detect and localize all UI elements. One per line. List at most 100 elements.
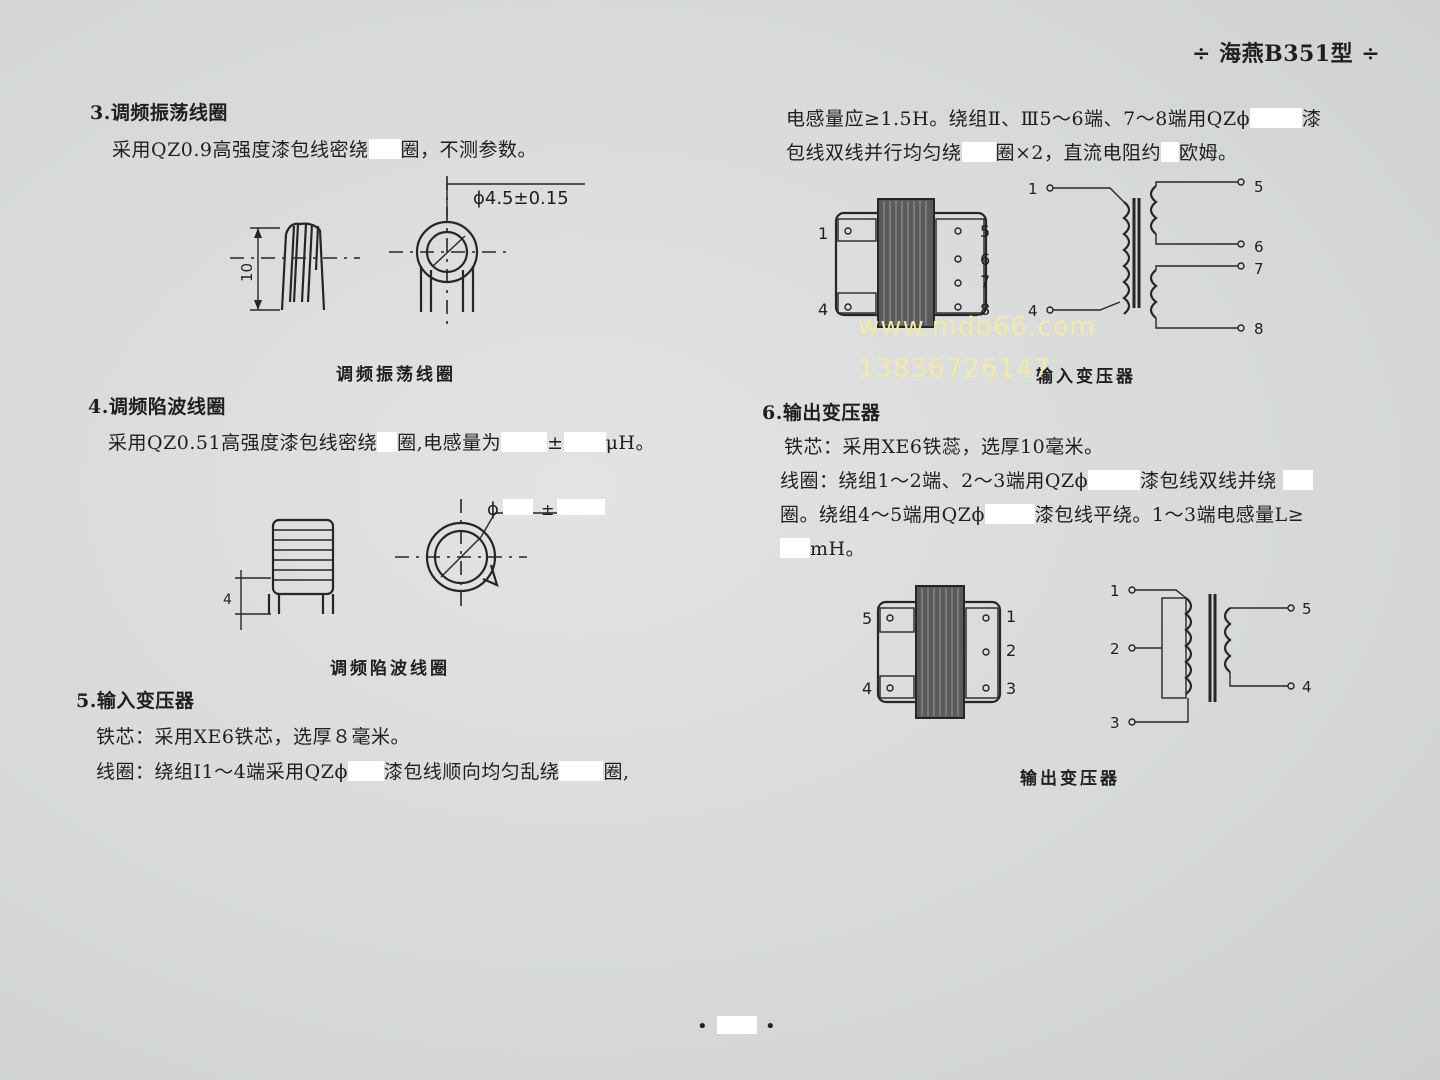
sec3-dim-len: 10 [238, 263, 256, 282]
sec4-text-c: ± [547, 432, 564, 454]
dia-arrow [432, 235, 466, 267]
pin-hole [982, 648, 990, 656]
pin-label: 4 [818, 300, 828, 319]
redaction [1088, 470, 1141, 490]
winding-box [1161, 597, 1187, 699]
redaction [368, 139, 401, 159]
sec5-cont-line1: 电感量应≥1.5H。绕组Ⅱ、Ⅲ5～6端、7～8端用QZϕ 漆 [786, 104, 1322, 131]
coil-legs [267, 594, 335, 614]
primary-winding [1184, 597, 1193, 695]
redaction [559, 761, 604, 781]
redaction [347, 761, 384, 781]
coil-inner [425, 230, 469, 274]
sec5-cont-line2: 包线双线并行均匀绕圈×2，直流电阻约欧姆。 [786, 138, 1238, 165]
coil-top [284, 222, 321, 235]
sec5-transformer-core-diagram: 1 4 5 6 7 8 [818, 198, 990, 328]
sec6-coil2-b: 漆包线平绕。1～3端电感量L≥ [1034, 504, 1305, 526]
sec3-caption: 调频振荡线圈 [336, 365, 456, 385]
lead-wire [1135, 589, 1189, 723]
lamination-lines [883, 201, 927, 325]
pin-label: 7 [1254, 260, 1264, 278]
pin-label: 1 [1006, 607, 1016, 626]
terminal [1287, 604, 1295, 612]
bobbin-tab [837, 292, 877, 314]
primary-winding [1122, 201, 1131, 315]
coil-turns [280, 223, 326, 311]
pin-label: 4 [862, 679, 872, 698]
pin-label: 5 [1302, 600, 1312, 618]
bobbin-tab [965, 607, 999, 699]
bobbin-tab [879, 607, 915, 633]
watermark-url: www.mdb66.com [858, 312, 1096, 342]
redaction [1250, 108, 1303, 128]
pin-hole [954, 279, 962, 287]
sec6-caption: 输出变压器 [1020, 769, 1120, 789]
lamination-lines [921, 588, 959, 716]
sec4-dim-dia-a: ϕ [487, 499, 499, 520]
pin-hole [954, 303, 962, 311]
bobbin-tab [837, 218, 877, 242]
watermark-phone: 13836726147 [858, 354, 1051, 384]
lead-wire [1229, 607, 1288, 687]
pin-hole [844, 227, 852, 235]
terminal [1237, 240, 1245, 248]
sec4-dim-len: 4 [223, 592, 232, 608]
redaction [984, 504, 1035, 524]
sec6-transformer-schematic: 1 2 3 5 4 [1110, 582, 1312, 732]
dia-arrow [440, 536, 482, 578]
sec3-coil-front-diagram: ϕ4.5±0.15 [389, 176, 585, 330]
sec5-transformer-schematic: 1 4 5 6 7 8 [1028, 178, 1264, 338]
pin-hole [886, 684, 894, 692]
pin-label: 8 [1254, 320, 1264, 338]
terminal [1237, 262, 1245, 270]
sec3-text: 采用QZ0.9高强度漆包线密绕圈，不测参数。 [112, 135, 537, 162]
sec4-coil-side-diagram: 4 [223, 518, 335, 630]
pin-hole [844, 303, 852, 311]
redaction [557, 499, 605, 515]
bobbin-tab [935, 218, 985, 314]
sec4-caption: 调频陷波线圈 [330, 659, 450, 679]
pin-hole [886, 614, 894, 622]
sec5-coil-c: 圈, [603, 761, 630, 783]
lead-wire [1053, 187, 1125, 311]
pin-hole [982, 614, 990, 622]
redaction [1282, 470, 1313, 490]
sec4-heading: 4.调频陷波线圈 [88, 396, 226, 418]
pin-label: 4 [1028, 302, 1038, 320]
sec5-cont1-b: 漆 [1302, 108, 1322, 130]
page-number-redaction [717, 1016, 757, 1034]
pin-label: 1 [818, 224, 828, 243]
redaction [563, 432, 606, 452]
coil-outer [425, 521, 497, 593]
sec5-cont2-c: 欧姆。 [1179, 142, 1238, 164]
sec4-text-a: 采用QZ0.51高强度漆包线密绕 [108, 432, 378, 454]
pin-label: 6 [980, 250, 990, 269]
terminal [1128, 586, 1136, 594]
footer-bullet-left: • [697, 1016, 708, 1037]
sec4-coil-front-diagram: ϕ ± [395, 499, 605, 613]
terminal [1287, 682, 1295, 690]
sec3-heading: 3.调频振荡线圈 [90, 102, 228, 124]
pin-label: 3 [1006, 679, 1016, 698]
sec5-cont1-a: 电感量应≥1.5H。绕组Ⅱ、Ⅲ5～6端、7～8端用QZϕ [786, 108, 1251, 130]
arrow-icon [254, 228, 262, 238]
arrow-icon [254, 300, 262, 310]
sec5-cont2-a: 包线双线并行均匀绕 [786, 142, 962, 164]
coil-body [271, 518, 335, 596]
pin-label: 5 [980, 222, 990, 241]
redaction [1161, 142, 1180, 162]
secondary-windings [1149, 185, 1158, 319]
sec4-dim-dia-b: ± [541, 500, 554, 519]
secondary-winding [1223, 607, 1232, 673]
sec3-text-b: 圈，不测参数。 [400, 139, 538, 161]
bobbin-tab [879, 675, 915, 699]
sec6-coil-line3: mH。 [780, 534, 865, 561]
pin-label: 2 [1006, 641, 1016, 660]
pin-label: 1 [1110, 582, 1120, 600]
sec5-caption: 输入变压器 [1036, 367, 1136, 387]
sec6-heading: 6.输出变压器 [762, 402, 881, 424]
footer-bullet-right: • [765, 1016, 776, 1037]
lead-wire [1155, 181, 1238, 329]
